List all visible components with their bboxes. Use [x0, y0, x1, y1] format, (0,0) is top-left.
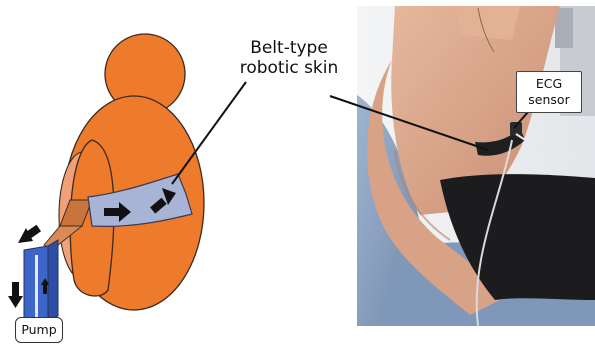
- belt-label-line2: robotic skin: [214, 58, 364, 78]
- arrow-icon: [8, 282, 23, 308]
- ecg-sensor-label: ECG sensor: [516, 71, 582, 113]
- pump-label: Pump: [15, 317, 63, 343]
- belt-type-robotic-skin-label: Belt-type robotic skin: [214, 38, 364, 78]
- arrow-icon: [18, 225, 41, 243]
- ecg-label-line2: sensor: [517, 92, 581, 108]
- photo-panel: [357, 6, 595, 326]
- pump-tubes: [24, 240, 58, 320]
- belt-label-line1: Belt-type: [214, 38, 364, 58]
- ecg-label-line1: ECG: [517, 76, 581, 92]
- schematic-illustration: [8, 34, 204, 320]
